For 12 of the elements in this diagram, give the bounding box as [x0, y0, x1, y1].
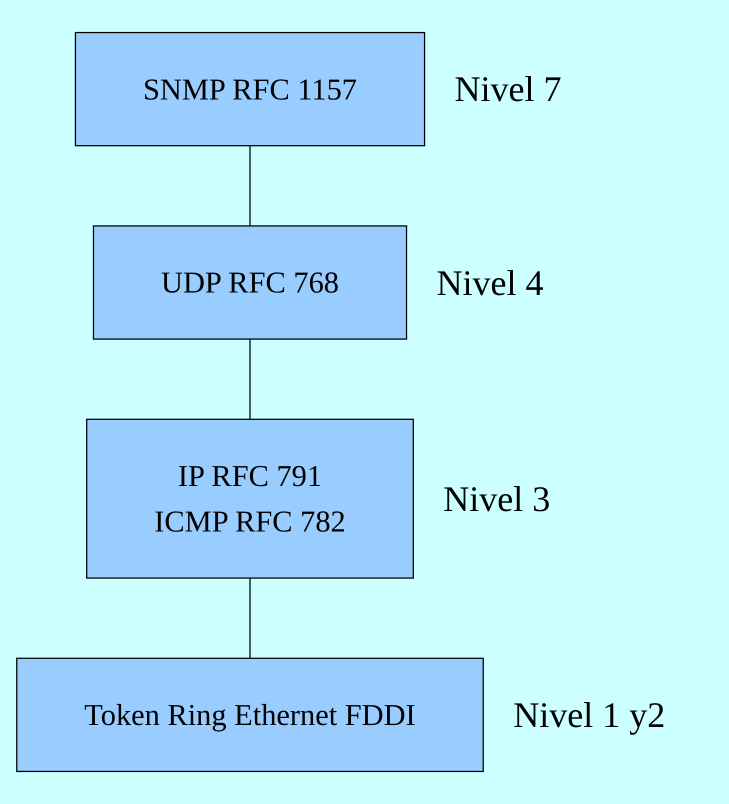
connector: [249, 146, 251, 226]
layer-level-label: Nivel 7: [454, 68, 562, 110]
node-label: SNMP RFC 1157: [142, 72, 358, 106]
node-label: Token Ring Ethernet FDDI: [84, 698, 416, 732]
node-label: ICMP RFC 782: [154, 504, 346, 538]
node-label: IP RFC 791: [178, 459, 322, 493]
connector: [249, 339, 251, 420]
layer-level-label: Nivel 1 y2: [513, 694, 666, 736]
layer-level-label: Nivel 3: [443, 478, 550, 520]
layer-level-label: Nivel 4: [436, 262, 544, 304]
connector: [249, 578, 251, 658]
node-label: UDP RFC 768: [161, 266, 339, 300]
